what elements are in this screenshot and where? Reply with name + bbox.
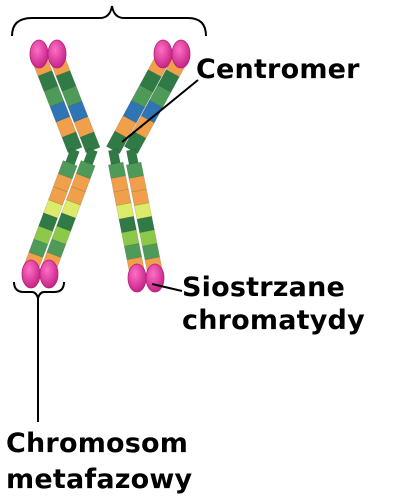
sister-chromatids-label-line1: Siostrzane	[182, 272, 345, 304]
telomere-tip-bottom-left-b	[40, 260, 58, 288]
telomere-tip-top-left-a	[30, 40, 48, 68]
left-chromatid	[22, 40, 100, 288]
telomere-tip-top-right-b	[172, 40, 190, 68]
telomere-tip-bottom-left-a	[22, 260, 40, 288]
bottom-brace	[14, 282, 64, 298]
centromere-label: Centromer	[196, 54, 360, 86]
chromosome-label-line1: Chromosom	[6, 428, 188, 460]
top-brace	[12, 6, 206, 36]
telomere-tip-bottom-right-a	[128, 264, 146, 292]
telomere-tip-bottom-right-b	[146, 264, 164, 292]
right-chromatid	[106, 40, 190, 292]
sister-chromatids-label-line2: chromatydy	[182, 305, 365, 337]
chromosome-label-line2: metafazowy	[6, 464, 192, 496]
telomere-tip-top-left-b	[48, 40, 66, 68]
